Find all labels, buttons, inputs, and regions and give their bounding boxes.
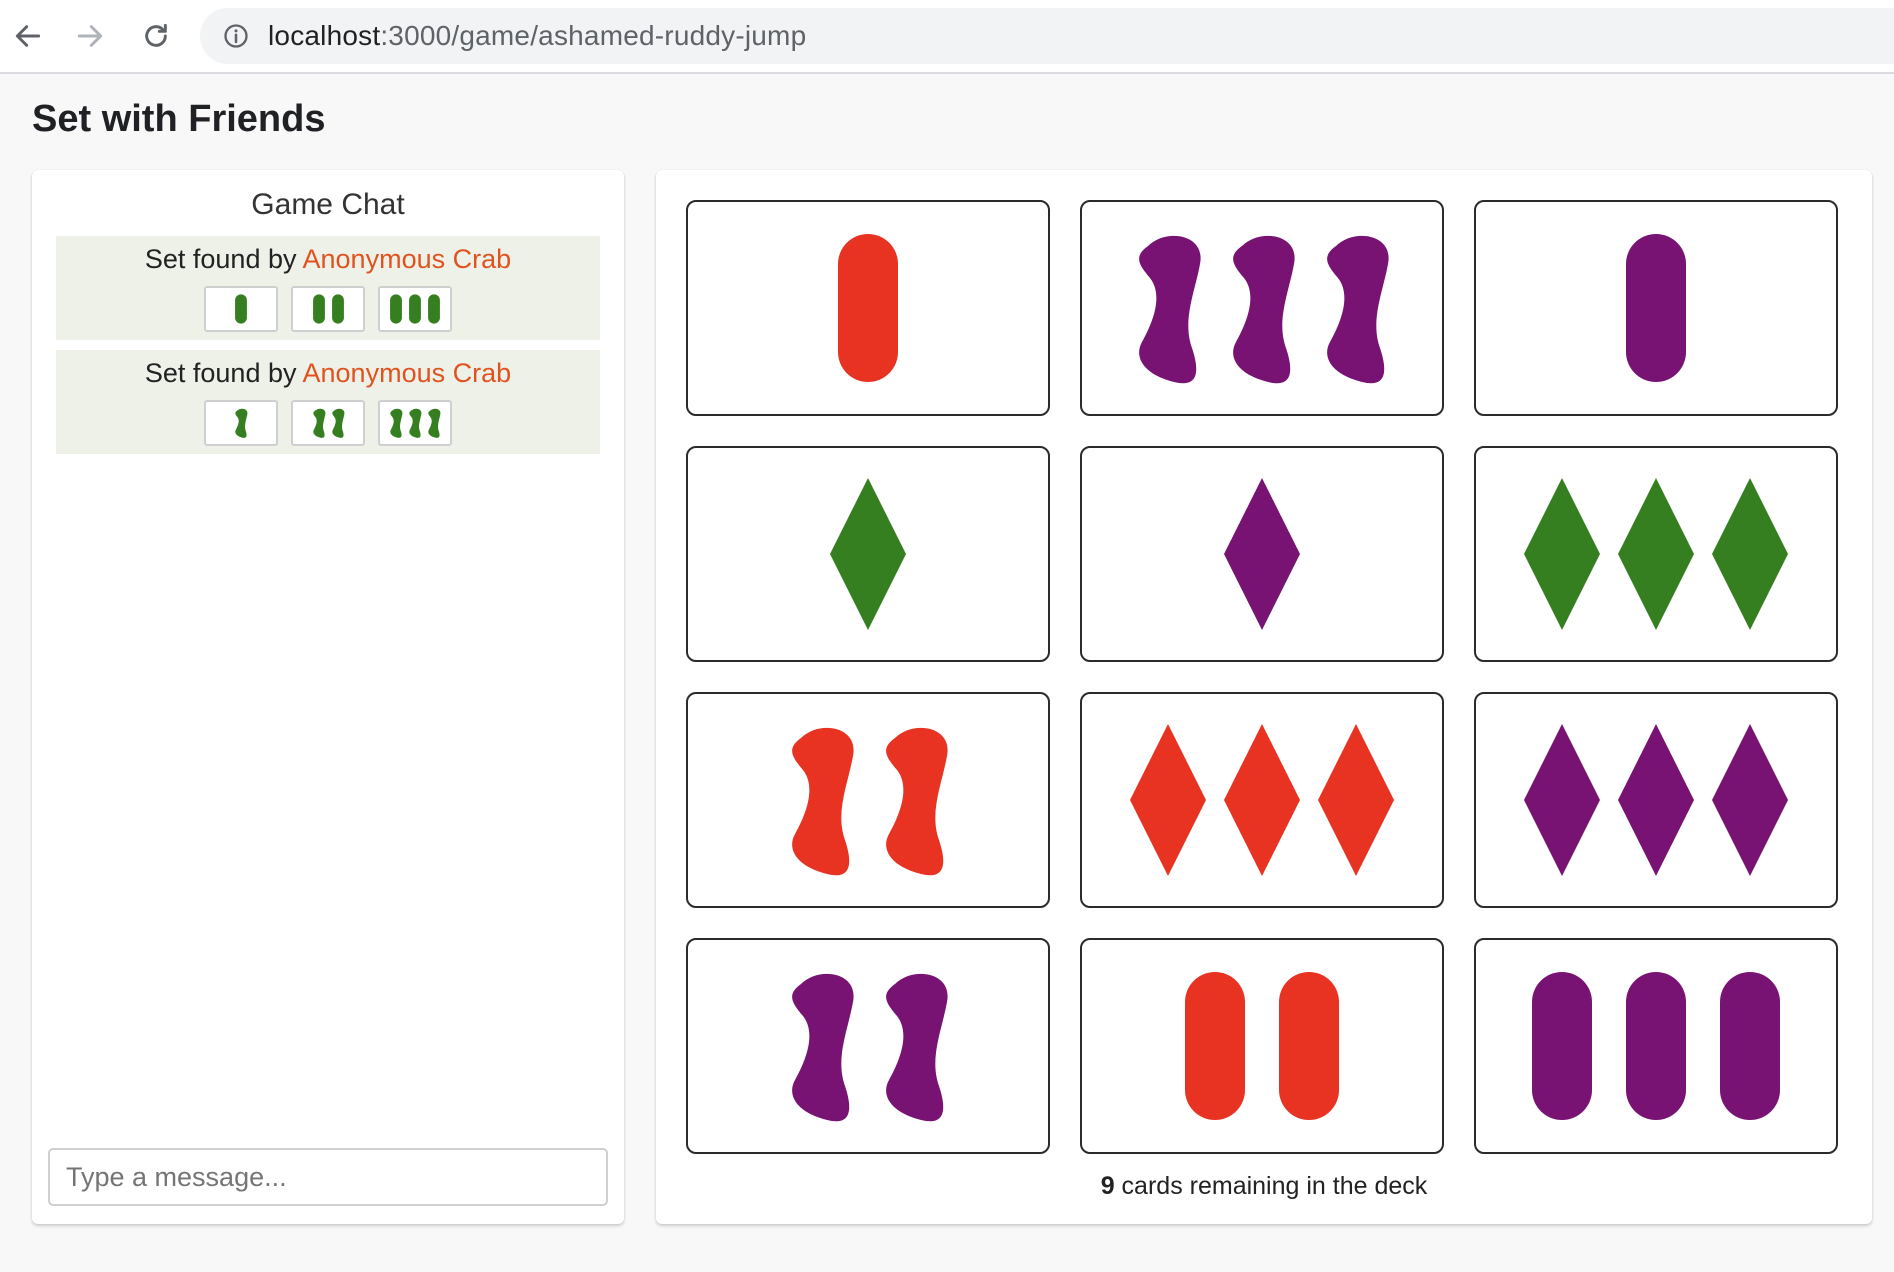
chat-message-text: Set found by Anonymous Crab [56, 244, 600, 275]
chat-title: Game Chat [251, 188, 405, 221]
oval-shape-icon [1626, 234, 1686, 382]
reload-button[interactable] [136, 16, 176, 56]
arrow-right-icon [77, 25, 103, 47]
squiggle-shape-icon [886, 727, 948, 876]
oval-shape-icon [331, 294, 344, 324]
url-text: localhost:3000/game/ashamed-ruddy-jump [268, 20, 806, 52]
reload-icon [145, 23, 167, 47]
squiggle-shape-icon [235, 408, 248, 438]
chat-message-prefix: Set found by [144, 358, 297, 388]
squiggle-shape-icon [886, 973, 948, 1122]
mini-set-card [378, 286, 452, 332]
set-card[interactable] [1474, 938, 1838, 1154]
oval-shape-icon [1532, 972, 1592, 1120]
chat-message-prefix: Set found by [144, 244, 297, 274]
oval-shape-icon [390, 294, 402, 324]
oval-shape-icon [1185, 972, 1245, 1120]
squiggle-shape-icon [792, 727, 854, 876]
set-card[interactable] [1080, 200, 1444, 416]
url-host: localhost [268, 20, 381, 51]
diamond-shape-icon [1524, 478, 1600, 630]
diamond-shape-icon [1712, 724, 1788, 876]
oval-shape-icon [428, 294, 440, 324]
squiggle-shape-icon [1139, 235, 1201, 384]
chat-message: Set found by Anonymous Crab [56, 350, 600, 454]
oval-shape-icon [1720, 972, 1780, 1120]
chat-message: Set found by Anonymous Crab [56, 236, 600, 340]
set-card[interactable] [1080, 938, 1444, 1154]
diamond-shape-icon [830, 478, 906, 630]
deck-count: 9 [1100, 1172, 1115, 1200]
mini-set-card [204, 400, 278, 446]
squiggle-shape-icon [1233, 235, 1295, 384]
squiggle-shape-icon [1327, 235, 1389, 384]
mini-set-card [378, 400, 452, 446]
set-card[interactable] [686, 446, 1050, 662]
set-card[interactable] [1474, 692, 1838, 908]
game-chat-panel: Game Chat Set found by Anonymous Crab Se… [32, 170, 624, 1224]
set-card[interactable] [686, 938, 1050, 1154]
set-card[interactable] [1080, 446, 1444, 662]
player-name: Anonymous Crab [302, 358, 512, 388]
chat-message-text: Set found by Anonymous Crab [56, 358, 600, 389]
squiggle-shape-icon [792, 973, 854, 1122]
set-card[interactable] [1080, 692, 1444, 908]
forward-button[interactable] [70, 16, 110, 56]
oval-shape-icon [409, 294, 421, 324]
diamond-shape-icon [1712, 478, 1788, 630]
squiggle-shape-icon [331, 408, 344, 438]
page-title: Set with Friends [32, 98, 326, 140]
set-card[interactable] [1474, 200, 1838, 416]
mini-set-card [204, 286, 278, 332]
diamond-shape-icon [1524, 724, 1600, 876]
oval-shape-icon [1626, 972, 1686, 1120]
diamond-shape-icon [1224, 478, 1300, 630]
chat-message-input[interactable] [48, 1148, 608, 1206]
url-path: :3000/game/ashamed-ruddy-jump [380, 20, 807, 51]
back-button[interactable] [8, 16, 48, 56]
squiggle-shape-icon [409, 408, 422, 438]
arrow-left-icon [15, 25, 41, 47]
diamond-shape-icon [1318, 724, 1394, 876]
diamond-shape-icon [1618, 478, 1694, 630]
set-card[interactable] [686, 200, 1050, 416]
set-card[interactable] [686, 692, 1050, 908]
player-name: Anonymous Crab [302, 244, 512, 274]
oval-shape-icon [312, 294, 325, 324]
diamond-shape-icon [1130, 724, 1206, 876]
squiggle-shape-icon [390, 408, 403, 438]
deck-status-text: cards remaining in the deck [1114, 1172, 1428, 1200]
squiggle-shape-icon [312, 408, 325, 438]
game-board: 9 cards remaining in the deck [656, 170, 1872, 1224]
mini-set-card [291, 286, 365, 332]
oval-shape-icon [235, 294, 247, 324]
diamond-shape-icon [1618, 724, 1694, 876]
browser-toolbar: localhost:3000/game/ashamed-ruddy-jump [0, 0, 1894, 74]
info-icon[interactable] [220, 20, 252, 52]
address-bar[interactable]: localhost:3000/game/ashamed-ruddy-jump [200, 8, 1894, 64]
squiggle-shape-icon [428, 408, 441, 438]
mini-card-row [56, 286, 600, 332]
oval-shape-icon [1279, 972, 1339, 1120]
mini-card-row [56, 400, 600, 446]
deck-status: 9 cards remaining in the deck [656, 1172, 1872, 1201]
set-card[interactable] [1474, 446, 1838, 662]
mini-set-card [291, 400, 365, 446]
oval-shape-icon [838, 234, 898, 382]
diamond-shape-icon [1224, 724, 1300, 876]
